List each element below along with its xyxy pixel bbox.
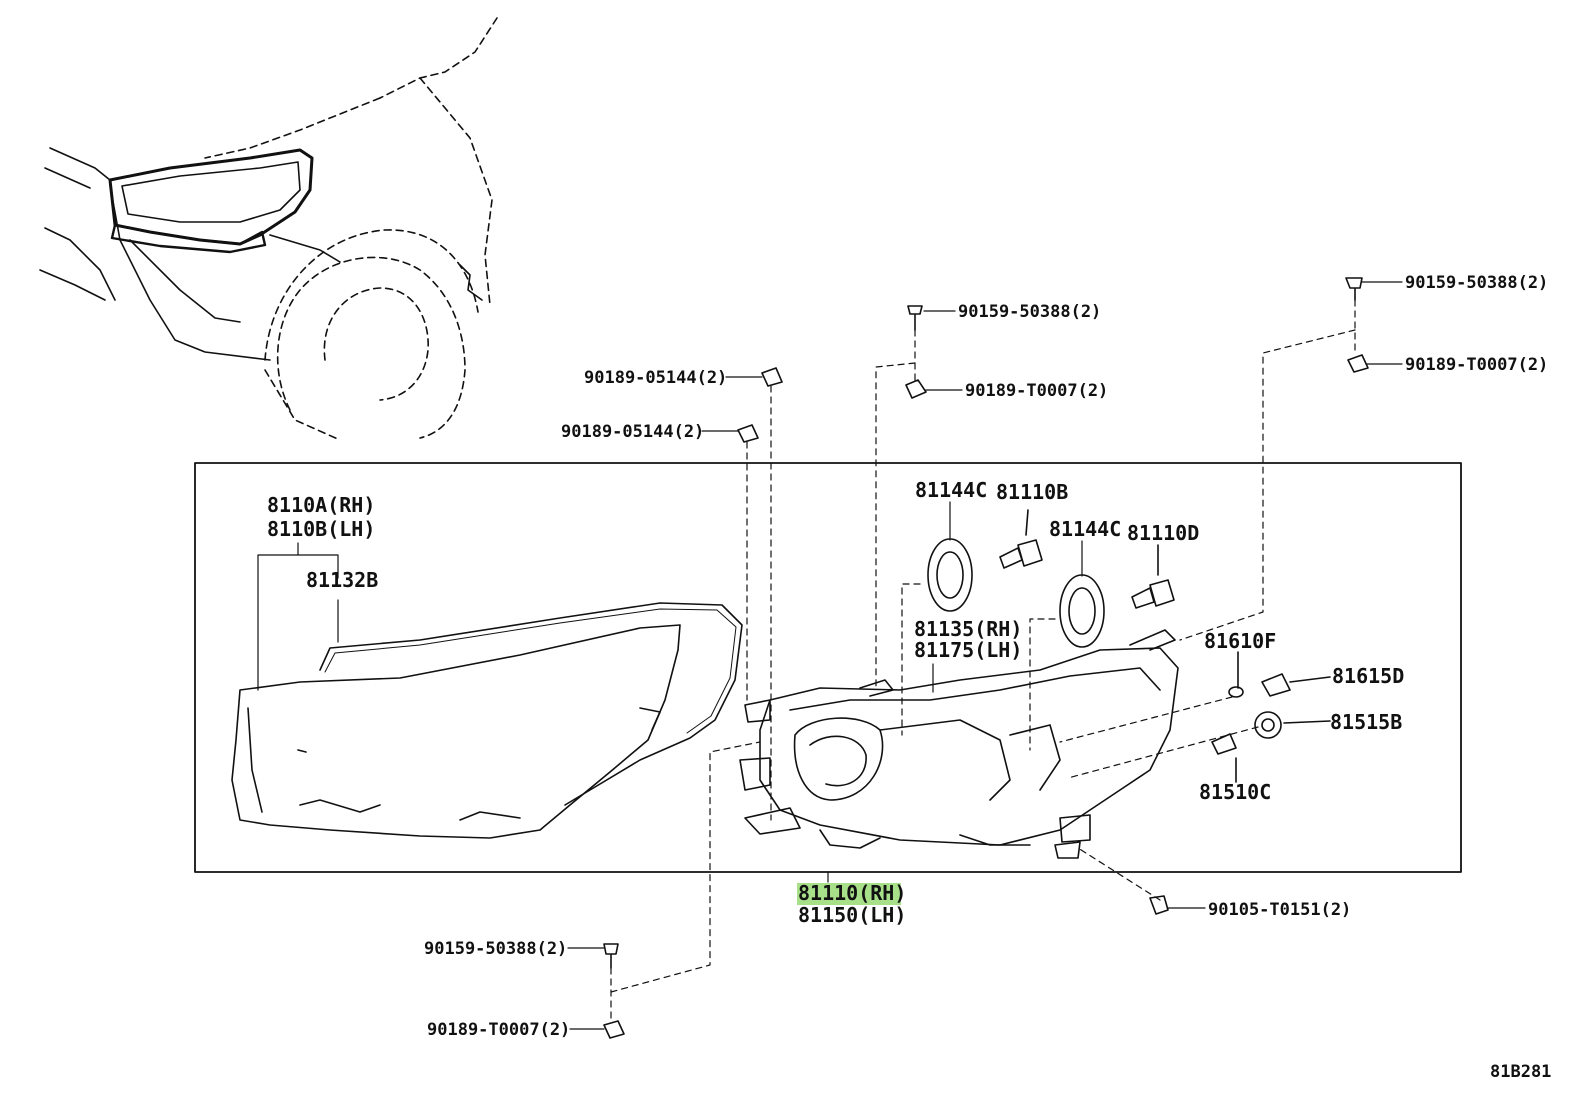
grommet-icon	[927, 538, 973, 612]
label-81144c-a: 81144C	[915, 478, 987, 502]
socket-icon	[1254, 711, 1331, 739]
bolt-icon	[1149, 895, 1169, 915]
bolt-icon	[907, 305, 923, 331]
vehicle-sketch	[39, 17, 498, 441]
label-81132b: 81132B	[306, 568, 378, 592]
headlamp-housing	[739, 629, 1179, 859]
bolt-icon	[603, 943, 619, 969]
label-81150: 81150(LH)	[798, 903, 906, 927]
label-81110: 81110(RH)	[798, 881, 906, 905]
label-81110b: 81110B	[996, 480, 1068, 504]
grommet-icon	[1059, 574, 1105, 648]
label-81110d: 81110D	[1127, 521, 1199, 545]
label-90159-50388-bottom: 90159-50388(2)	[424, 939, 567, 959]
dashed-leaders	[610, 299, 1356, 1023]
bulb-icon	[999, 509, 1043, 569]
label-81515b: 81515B	[1330, 710, 1402, 734]
label-8110b: 8110B(LH)	[267, 517, 375, 541]
part-labels: 90159-50388(2) 90189-T0007(2) 90159-5038…	[267, 273, 1551, 1082]
label-90159-50388-right: 90159-50388(2)	[1405, 273, 1548, 293]
label-81615d: 81615D	[1332, 664, 1404, 688]
label-90189-05144-a: 90189-05144(2)	[584, 368, 727, 388]
socket-icon	[1261, 673, 1331, 697]
label-81610f: 81610F	[1204, 629, 1276, 653]
label-90189-t0007-right: 90189-T0007(2)	[1405, 355, 1548, 375]
label-90105-t0151: 90105-T0151(2)	[1208, 900, 1351, 920]
label-81135: 81135(RH)	[914, 617, 1022, 641]
label-81175: 81175(LH)	[914, 638, 1022, 662]
label-90159-50388-top: 90159-50388(2)	[958, 302, 1101, 322]
highlight-81110	[797, 883, 901, 905]
headlamp-lens	[231, 624, 681, 839]
assembly-frame	[194, 462, 1462, 873]
clip-nut-icon	[761, 367, 783, 387]
lens-gasket	[319, 602, 743, 806]
bulb-icon	[1211, 733, 1237, 783]
clip-nut-icon	[737, 424, 759, 443]
label-81144c-b: 81144C	[1049, 517, 1121, 541]
leader-lines	[257, 281, 1403, 1030]
label-81510c: 81510C	[1199, 780, 1271, 804]
clip-nut-icon	[905, 379, 927, 399]
bulb-icon	[1131, 544, 1175, 609]
label-90189-05144-b: 90189-05144(2)	[561, 422, 704, 442]
label-8110a: 8110A(RH)	[267, 493, 375, 517]
bolt-icon	[1345, 277, 1363, 301]
clip-nut-icon	[1347, 354, 1369, 373]
label-90189-t0007-bottom: 90189-T0007(2)	[427, 1020, 570, 1040]
clip-nut-icon	[603, 1020, 625, 1039]
label-90189-t0007-top: 90189-T0007(2)	[965, 381, 1108, 401]
bulb-icon	[1228, 651, 1244, 698]
figure-code: 81B281	[1490, 1062, 1551, 1082]
